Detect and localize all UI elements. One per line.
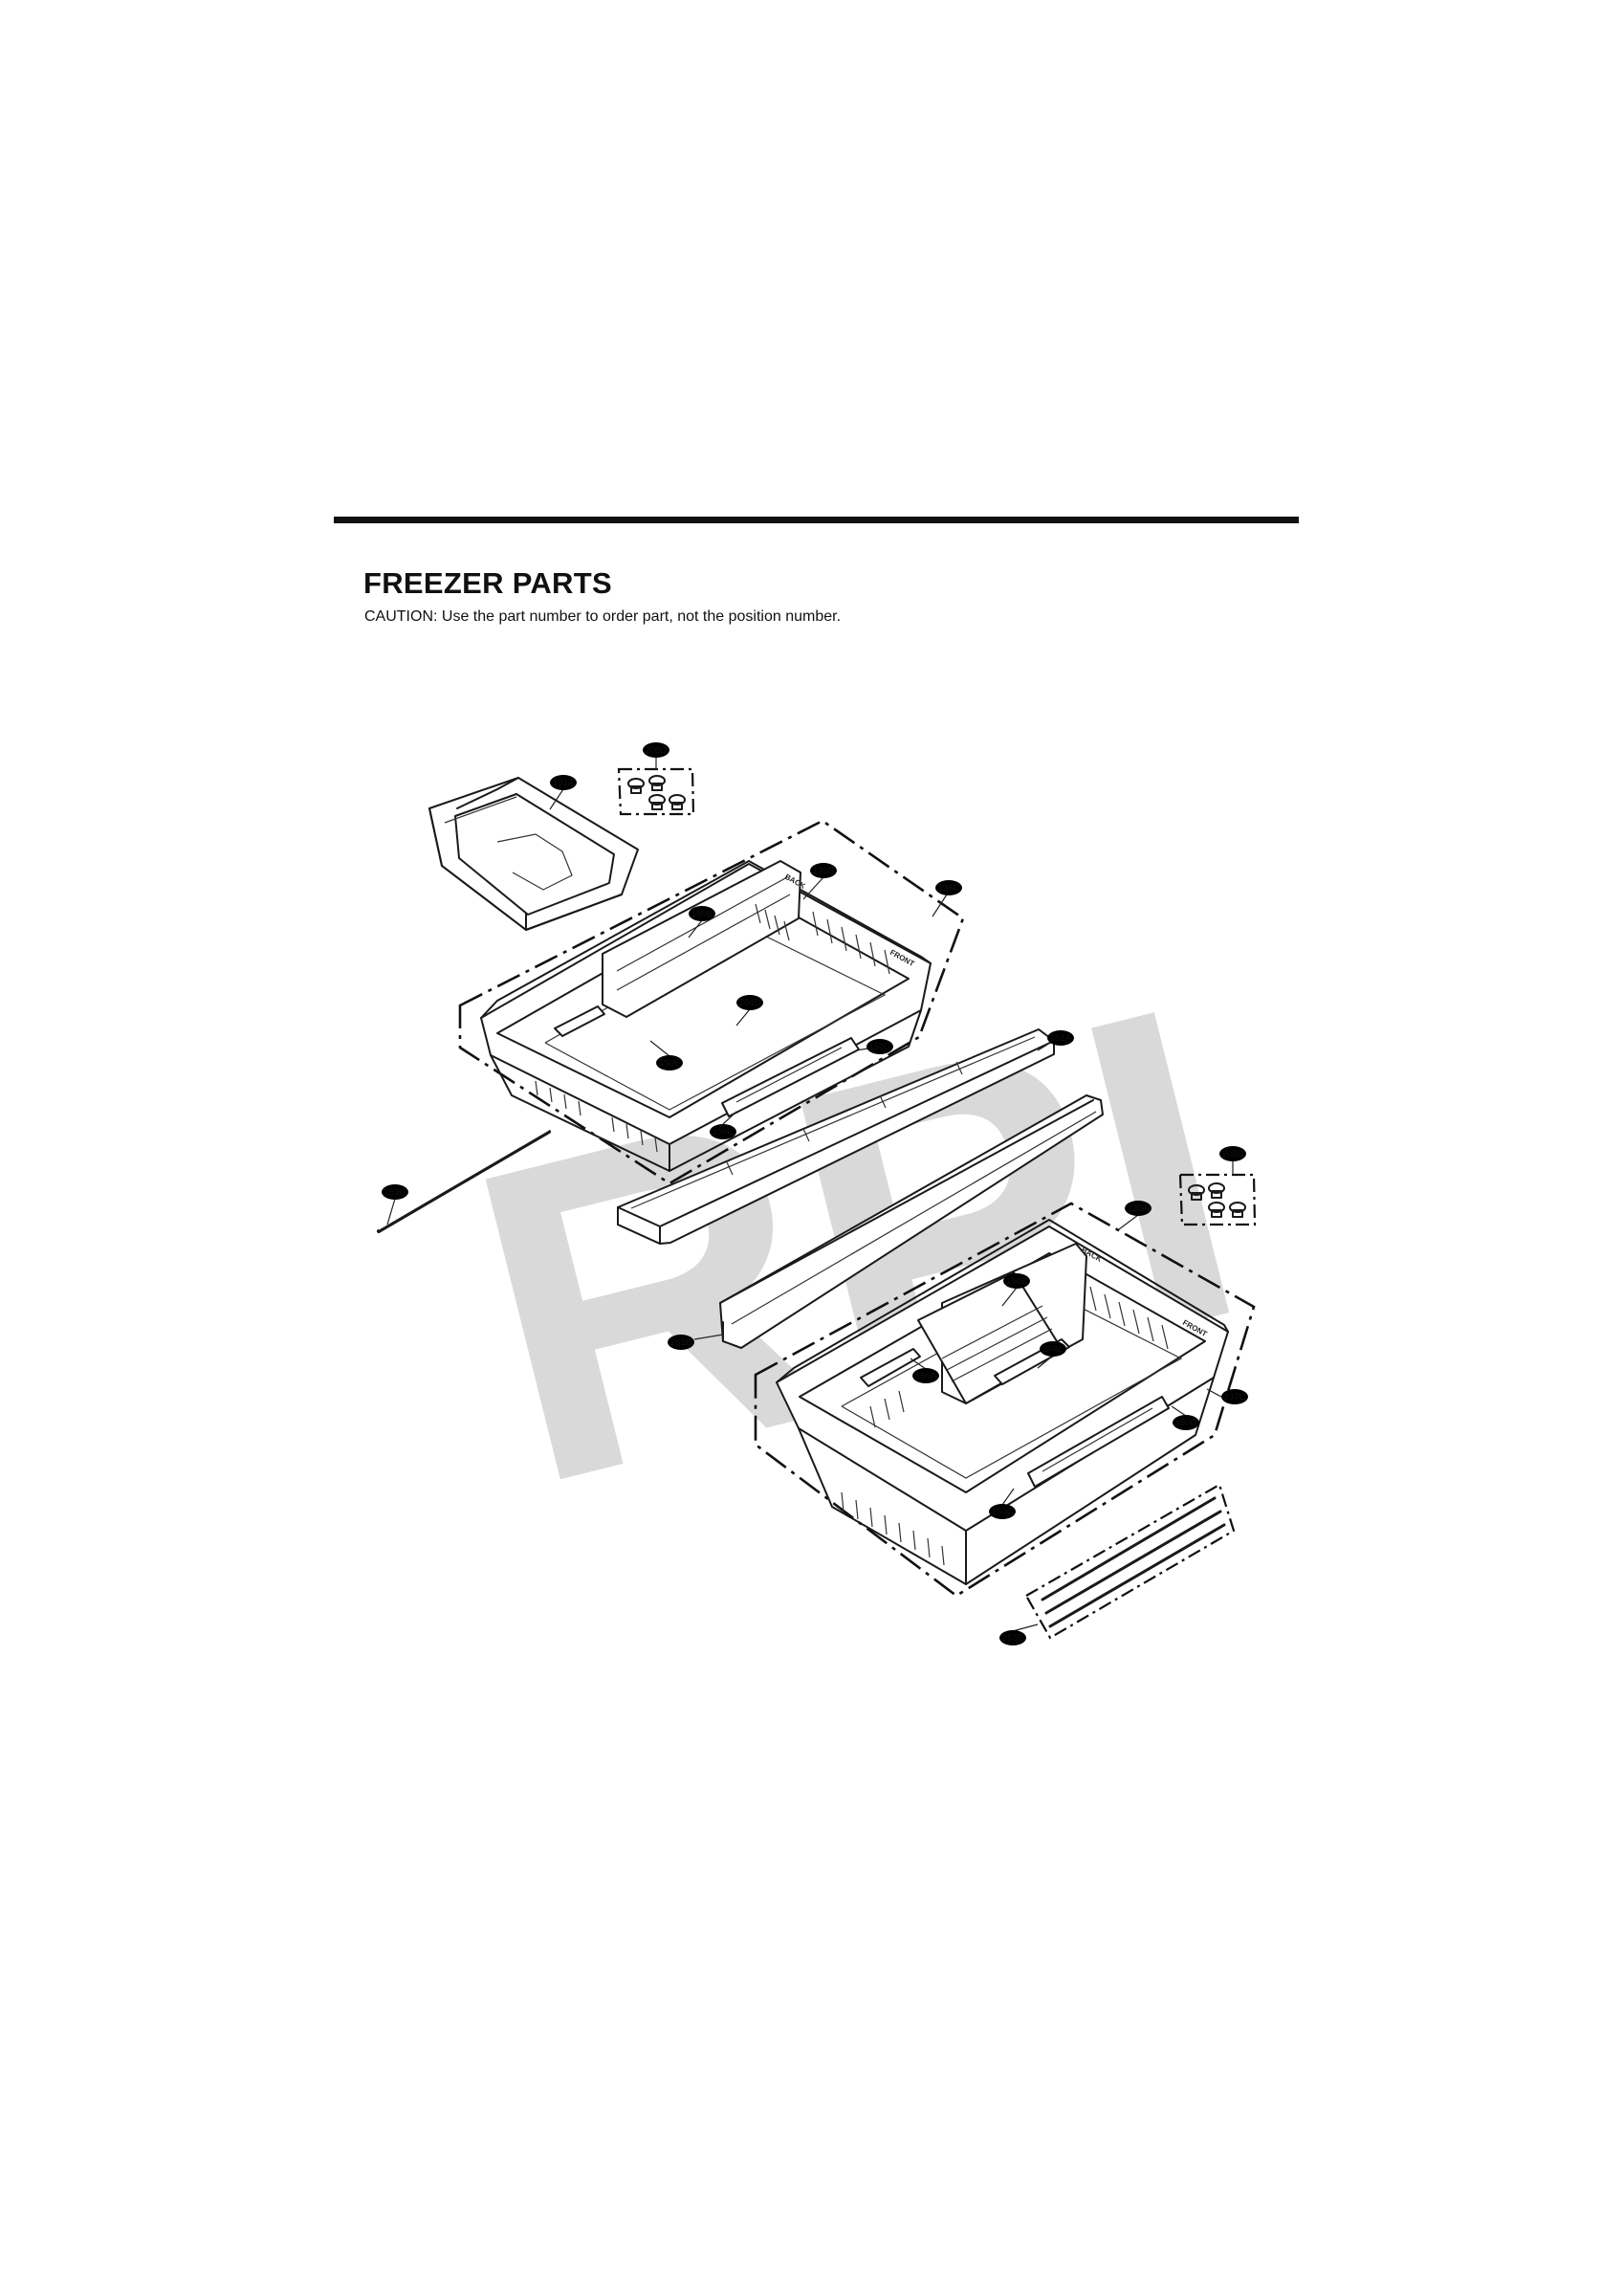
header-rule bbox=[334, 517, 1299, 523]
callout-150A: 150A bbox=[910, 1358, 939, 1383]
part-253D-rod bbox=[377, 1129, 551, 1233]
callout-251B: 251B bbox=[668, 1334, 724, 1350]
svg-text:150C: 150C bbox=[992, 1507, 1014, 1517]
svg-text:136C: 136C bbox=[938, 883, 960, 894]
callout-150B-bottom: 150B bbox=[1001, 1273, 1030, 1307]
svg-text:204D: 204D bbox=[739, 998, 761, 1008]
svg-text:253E: 253E bbox=[1002, 1633, 1023, 1644]
svg-text:150A: 150A bbox=[915, 1371, 937, 1381]
part-251B-rail bbox=[719, 1094, 1104, 1349]
part-251A-rail bbox=[617, 1028, 1055, 1245]
upper-assembly-boundary bbox=[458, 819, 965, 1185]
part-136A-lower-drawer: BACK FRONT bbox=[776, 1219, 1229, 1585]
callout-237C: 237C bbox=[1206, 1388, 1248, 1404]
callout-204E: 204E bbox=[1037, 1341, 1066, 1369]
callout-150C-bottom: 150C bbox=[989, 1488, 1016, 1519]
part-253E-rods bbox=[1024, 1483, 1236, 1640]
callout-251A: 251A bbox=[1037, 1030, 1074, 1051]
callout-150D-top: 150D bbox=[855, 1039, 893, 1054]
callout-205D-bottom: 205D bbox=[1219, 1146, 1246, 1175]
callout-136B: 136B bbox=[802, 863, 837, 900]
lower-assembly-boundary bbox=[754, 1202, 1256, 1598]
callout-204D: 204D bbox=[735, 995, 763, 1027]
part-131A-ice-bin bbox=[428, 777, 639, 931]
callout-150B-top: 150B bbox=[688, 906, 715, 938]
svg-text:251A: 251A bbox=[1050, 1033, 1072, 1044]
svg-text:237C: 237C bbox=[1224, 1392, 1246, 1402]
callout-205D-top: 205D bbox=[643, 742, 669, 769]
part-136B-upper-drawer: BACK FRONT bbox=[480, 860, 932, 1172]
svg-text:150B: 150B bbox=[691, 909, 713, 919]
callout-131A: 131A bbox=[549, 775, 577, 810]
svg-text:131A: 131A bbox=[553, 778, 575, 788]
svg-text:251B: 251B bbox=[670, 1337, 691, 1348]
svg-text:205D: 205D bbox=[1222, 1149, 1244, 1159]
part-205D-caps-upper bbox=[617, 767, 695, 816]
callout-150E: 150E bbox=[649, 1040, 683, 1071]
callout-136A: 136A bbox=[1118, 1201, 1151, 1230]
svg-text:150E: 150E bbox=[659, 1058, 680, 1069]
caution-note: CAUTION: Use the part number to order pa… bbox=[364, 608, 842, 625]
svg-text:253D: 253D bbox=[384, 1187, 406, 1198]
callout-136C: 136C bbox=[932, 880, 962, 917]
callout-253D: 253D bbox=[382, 1184, 408, 1225]
callout-150C-top: 150C bbox=[710, 1111, 737, 1139]
part-205D-caps-lower bbox=[1178, 1173, 1257, 1226]
page-title: FREEZER PARTS bbox=[363, 566, 612, 600]
callout-253E: 253E bbox=[999, 1623, 1039, 1645]
svg-text:205D: 205D bbox=[646, 745, 668, 756]
svg-text:150C: 150C bbox=[713, 1127, 735, 1137]
callout-150D-bottom: 150D bbox=[1171, 1405, 1199, 1430]
svg-text:150D: 150D bbox=[1175, 1418, 1197, 1428]
svg-text:204E: 204E bbox=[1042, 1344, 1064, 1355]
svg-text:136A: 136A bbox=[1128, 1203, 1150, 1214]
svg-text:136B: 136B bbox=[813, 866, 834, 876]
svg-text:150B: 150B bbox=[1006, 1276, 1027, 1287]
svg-text:150D: 150D bbox=[869, 1042, 891, 1052]
